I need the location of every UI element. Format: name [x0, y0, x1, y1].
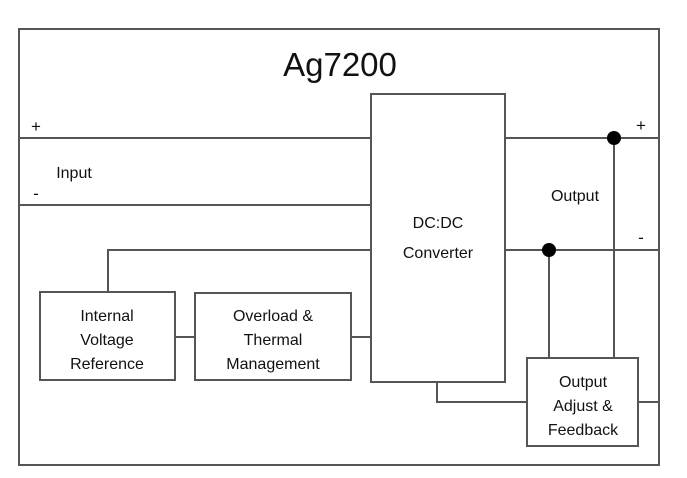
block-overload-thermal-management-line-2: Thermal: [244, 332, 303, 349]
output-port-label: Output: [551, 188, 600, 205]
block-output-adjust-feedback-line-1: Output: [559, 374, 608, 391]
block-internal-voltage-reference-line-1: Internal: [80, 308, 133, 325]
wire-dcdc-to-output-adjust: [436, 382, 527, 403]
block-internal-voltage-reference-line-3: Reference: [70, 356, 144, 373]
input-positive-sign: +: [31, 117, 41, 136]
block-output-adjust-feedback: [526, 357, 639, 447]
block-output-adjust-feedback-line-3: Feedback: [548, 422, 619, 439]
output-positive-sign: +: [636, 116, 646, 135]
wire-dcdc-to-voltage-reference: [107, 249, 371, 292]
output-negative-sign: -: [638, 228, 644, 247]
block-dcdc-converter: [370, 93, 506, 383]
input-negative-sign: -: [33, 184, 39, 203]
input-port-label: Input: [56, 165, 92, 182]
page-title: Ag7200: [283, 46, 397, 83]
block-overload-thermal-management-line-1: Overload &: [233, 308, 313, 325]
block-overload-thermal-management-line-3: Management: [226, 356, 320, 373]
junction-dot-output-positive: [607, 131, 621, 145]
block-dcdc-converter-line-2: Converter: [403, 245, 474, 262]
block-internal-voltage-reference-line-2: Voltage: [80, 332, 133, 349]
block-overload-thermal-management: [194, 292, 352, 381]
block-dcdc-converter-line-1: DC:DC: [413, 215, 464, 232]
block-output-adjust-feedback-line-2: Adjust &: [553, 398, 613, 415]
junction-dot-output-negative: [542, 243, 556, 257]
